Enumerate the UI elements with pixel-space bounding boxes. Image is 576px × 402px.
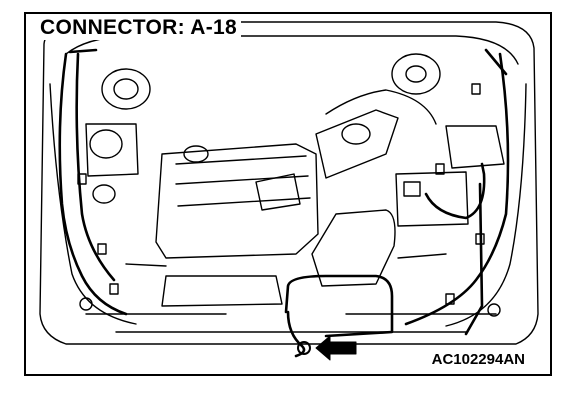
cross-member bbox=[125, 253, 447, 267]
air-intake-duct bbox=[315, 109, 399, 179]
harness-to-connector bbox=[286, 310, 306, 358]
oil-cap bbox=[183, 145, 209, 163]
arrow-pointer-icon bbox=[315, 335, 357, 361]
right-strut-inner bbox=[405, 65, 427, 83]
hood-outline bbox=[39, 21, 539, 345]
battery bbox=[395, 171, 469, 227]
throttle-body bbox=[255, 173, 301, 211]
harness-connectors bbox=[77, 83, 501, 317]
valve-cover-line bbox=[175, 155, 311, 207]
diagram-frame: CONNECTOR: A-18 AC102294AN bbox=[24, 12, 552, 376]
engine-bay-diagram bbox=[39, 21, 539, 361]
fuse-box bbox=[445, 125, 505, 169]
harness-right bbox=[404, 52, 510, 326]
air-cleaner bbox=[311, 209, 396, 287]
figure-code: AC102294AN bbox=[428, 351, 528, 368]
right-fender bbox=[445, 83, 527, 327]
connector-title: CONNECTOR: A-18 bbox=[36, 16, 242, 40]
connector-a18 bbox=[297, 341, 311, 355]
left-reservoir-a bbox=[89, 129, 123, 159]
harness-battery bbox=[424, 162, 486, 220]
right-strut-tower bbox=[391, 53, 441, 95]
harness-left bbox=[58, 52, 128, 316]
left-fender bbox=[49, 83, 137, 325]
battery-top bbox=[403, 181, 421, 197]
harness-vertical bbox=[464, 182, 484, 336]
intake-hose bbox=[325, 89, 437, 125]
left-strut-inner bbox=[113, 78, 139, 100]
left-reservoir-b bbox=[92, 184, 116, 204]
harness-center-loop bbox=[284, 274, 394, 338]
wiring-harness bbox=[58, 48, 510, 358]
harness-right-upper bbox=[484, 48, 508, 76]
engine-cover bbox=[155, 143, 319, 259]
radiator-support bbox=[161, 275, 283, 307]
harness-left-upper bbox=[68, 48, 98, 54]
left-strut-tower bbox=[101, 68, 151, 110]
left-bracket bbox=[85, 123, 139, 177]
inner-body-line bbox=[65, 35, 519, 65]
right-cap bbox=[341, 123, 371, 145]
harness-left-branch bbox=[75, 52, 116, 282]
